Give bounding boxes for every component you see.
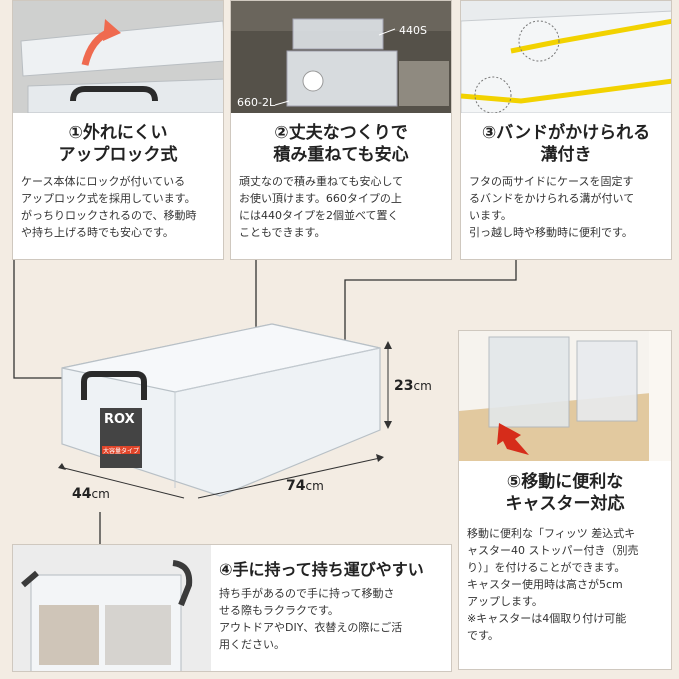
uplock-photo <box>13 1 223 113</box>
feature-4-title: ④手に持って持ち運びやすい <box>219 560 424 579</box>
dimension-height: 23cm <box>394 378 432 394</box>
dimension-width: 74cm <box>286 478 324 494</box>
stacking-illustration <box>231 1 451 113</box>
feature-card-sturdy: 440S 660-2L ②丈夫なつくりで 積み重ねても安心 頑丈なので積み重ねて… <box>230 0 452 260</box>
box-handle <box>81 371 147 400</box>
feature-card-carry: ④手に持って持ち運びやすい 持ち手があるので手に持って移動さ せる際もラクラクで… <box>12 544 452 672</box>
band-groove-illustration <box>461 1 671 113</box>
stacking-photo: 440S 660-2L <box>231 1 451 113</box>
product-storage-box <box>61 323 381 497</box>
brand-label: ROX <box>104 412 135 427</box>
carry-photo <box>13 545 211 671</box>
photo-label-660-2l: 660-2L <box>237 96 276 109</box>
caster-illustration <box>459 331 671 461</box>
feature-4-body: 持ち手があるので手に持って移動さ せる際もラクラクです。 アウトドアやDIY、衣… <box>219 587 403 651</box>
capacity-tag: 大容量タイプ <box>103 448 140 455</box>
photo-label-440s: 440S <box>399 24 427 37</box>
feature-3-body: フタの両サイドにケースを固定す るバンドをかけられる溝が付いて います。 引っ越… <box>469 175 635 239</box>
feature-2-body: 頑丈なので積み重ねても安心して お使い頂けます。660タイプの上 には440タイ… <box>239 175 404 239</box>
feature-card-caster: ⑤移動に便利な キャスター対応 移動に便利な「フィッツ 差込式キ ャスター40 … <box>458 330 672 670</box>
feature-1-title: ①外れにくい アップロック式 <box>58 123 178 165</box>
feature-2-title: ②丈夫なつくりで 積み重ねても安心 <box>273 123 409 165</box>
feature-card-uplock: ①外れにくい アップロック式 ケース本体にロックが付いている アップロック式を採… <box>12 0 224 260</box>
carry-illustration <box>13 545 211 671</box>
feature-5-title: ⑤移動に便利な キャスター対応 <box>505 472 625 514</box>
caster-photo <box>459 331 671 461</box>
uplock-illustration <box>13 1 223 113</box>
band-groove-photo <box>461 1 671 113</box>
feature-1-body: ケース本体にロックが付いている アップロック式を採用しています。 がっちりロック… <box>21 175 197 239</box>
feature-card-band-groove: ③バンドがかけられる 溝付き フタの両サイドにケースを固定す るバンドをかけられ… <box>460 0 672 260</box>
down-arrow-icon <box>497 423 529 455</box>
feature-3-title: ③バンドがかけられる 溝付き <box>481 123 651 165</box>
dimension-depth: 44cm <box>72 486 110 502</box>
feature-5-body: 移動に便利な「フィッツ 差込式キ ャスター40 ストッパー付き（別売 り）」を付… <box>467 527 639 642</box>
